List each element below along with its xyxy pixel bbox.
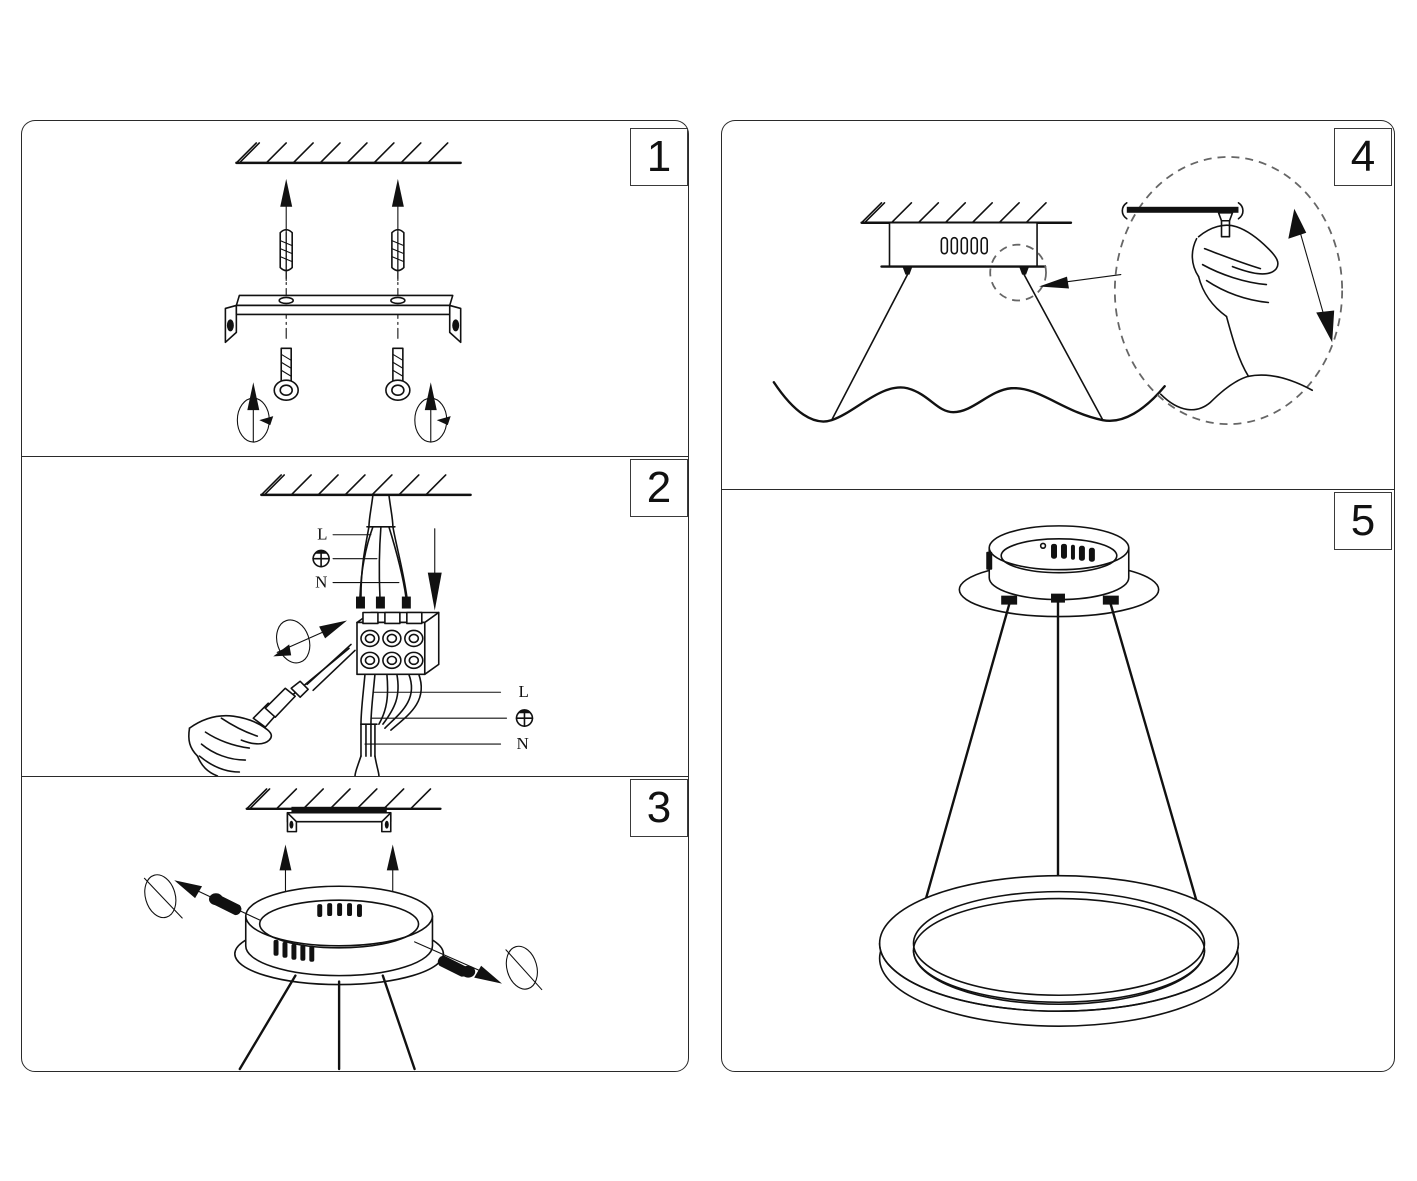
vent-slots-top [317,903,362,918]
rotation-arrow-right [414,382,451,443]
set-screw-left [174,880,261,921]
detail-callout-circle [1113,156,1344,426]
neutral-label-top: N [315,573,327,592]
hand [188,714,273,777]
panel-step-1 [21,120,689,456]
live-label-bottom: L [518,682,528,701]
panel-4-artwork [772,156,1344,426]
suspension-cable-left [830,273,909,421]
down-arrow [427,528,442,611]
panel-3-artwork [143,788,543,1071]
suspension-cable-right [1023,273,1104,421]
ceiling-hatching [245,788,442,810]
detail-callout-small-circle [989,243,1047,302]
rotation-arrow-left [236,382,274,443]
rotation-arrow-left [143,874,183,919]
up-arrow-left [279,844,292,907]
cable-clamp-detail [1121,202,1244,238]
panel-step-5 [721,489,1395,1072]
panel-2-artwork: L N [188,474,534,777]
canopy [234,885,445,986]
fixture-cable [354,673,422,777]
earth-symbol-bottom [515,709,534,727]
wall-plug-anchor-left [279,228,293,272]
neutral-label-bottom: N [516,734,528,753]
up-arrow-right [391,178,404,282]
step-badge-2: 2 [630,459,688,517]
screw-left [273,347,299,401]
supply-cable [355,494,411,609]
panel-step-4 [721,120,1395,489]
step-badge-1: 1 [630,128,688,186]
vent-slots [940,236,989,255]
panel-1-artwork [224,142,462,443]
ceiling-hatching [860,202,1073,224]
ring-luminaire [878,874,1240,1027]
panel-5-artwork [878,525,1240,1027]
canopy [958,525,1160,618]
step-badge-5: 5 [1334,492,1392,550]
rotation-arrow-right [505,945,543,991]
wire-label-group-bottom: L N [364,682,534,753]
mounting-bracket [224,294,462,344]
vent-slots-side [273,939,315,962]
wall-plug-anchor-right [391,228,405,272]
panel-step-3 [21,776,689,1072]
wire-label-group-top: L N [312,525,400,592]
slack-cable-wave [772,381,1166,423]
step-badge-3: 3 [630,779,688,837]
terminal-screw-row-top [360,629,424,648]
earth-symbol-top [312,549,330,568]
ceiling-hatching [235,142,462,165]
up-down-double-arrow [1288,208,1335,343]
live-label-top: L [317,525,327,544]
screw-right [385,347,411,401]
step-badge-4: 4 [1334,128,1392,186]
set-screw-right [414,941,502,984]
vent-slots [1039,542,1095,562]
up-arrow-right [386,844,399,907]
center-axis-lines [285,268,399,343]
rotation-arrow [273,619,348,664]
suspension-cable-left [916,603,1011,930]
mounting-bracket [286,806,392,833]
suspension-cables [238,974,416,1071]
terminal-screw-row-bottom [360,651,424,670]
canopy-side-view [880,221,1047,275]
ceiling-hatching [260,474,472,497]
terminal-block [356,611,440,676]
panel-step-2: L N [21,456,689,777]
suspension-cable-right [1109,603,1206,930]
callout-leader-arrow [1039,274,1122,289]
up-arrow-left [280,178,293,282]
hand-gripping-cable-clamp [1159,224,1314,411]
screwdriver [252,643,356,728]
